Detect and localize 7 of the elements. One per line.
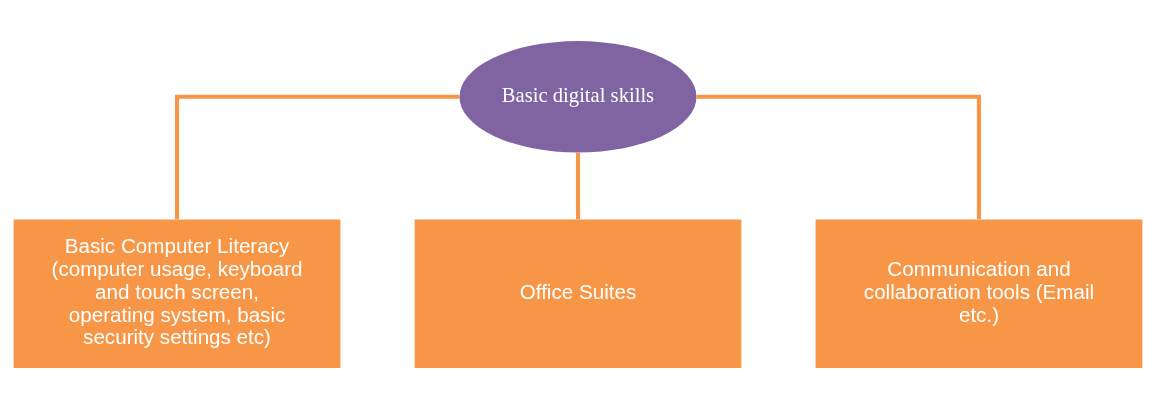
node-box: Basic Computer Literacy (computer usage, keyboard and touch screen, operating system, basic security settings etc) xyxy=(13,218,341,368)
connector xyxy=(575,152,581,219)
node-box: Office Suites xyxy=(414,218,742,368)
connector xyxy=(696,94,982,219)
node-ellipse: Basic digital skills xyxy=(459,40,697,152)
node-box: Communication and collaboration tools (Email etc.) xyxy=(815,218,1143,368)
connector xyxy=(174,94,460,219)
